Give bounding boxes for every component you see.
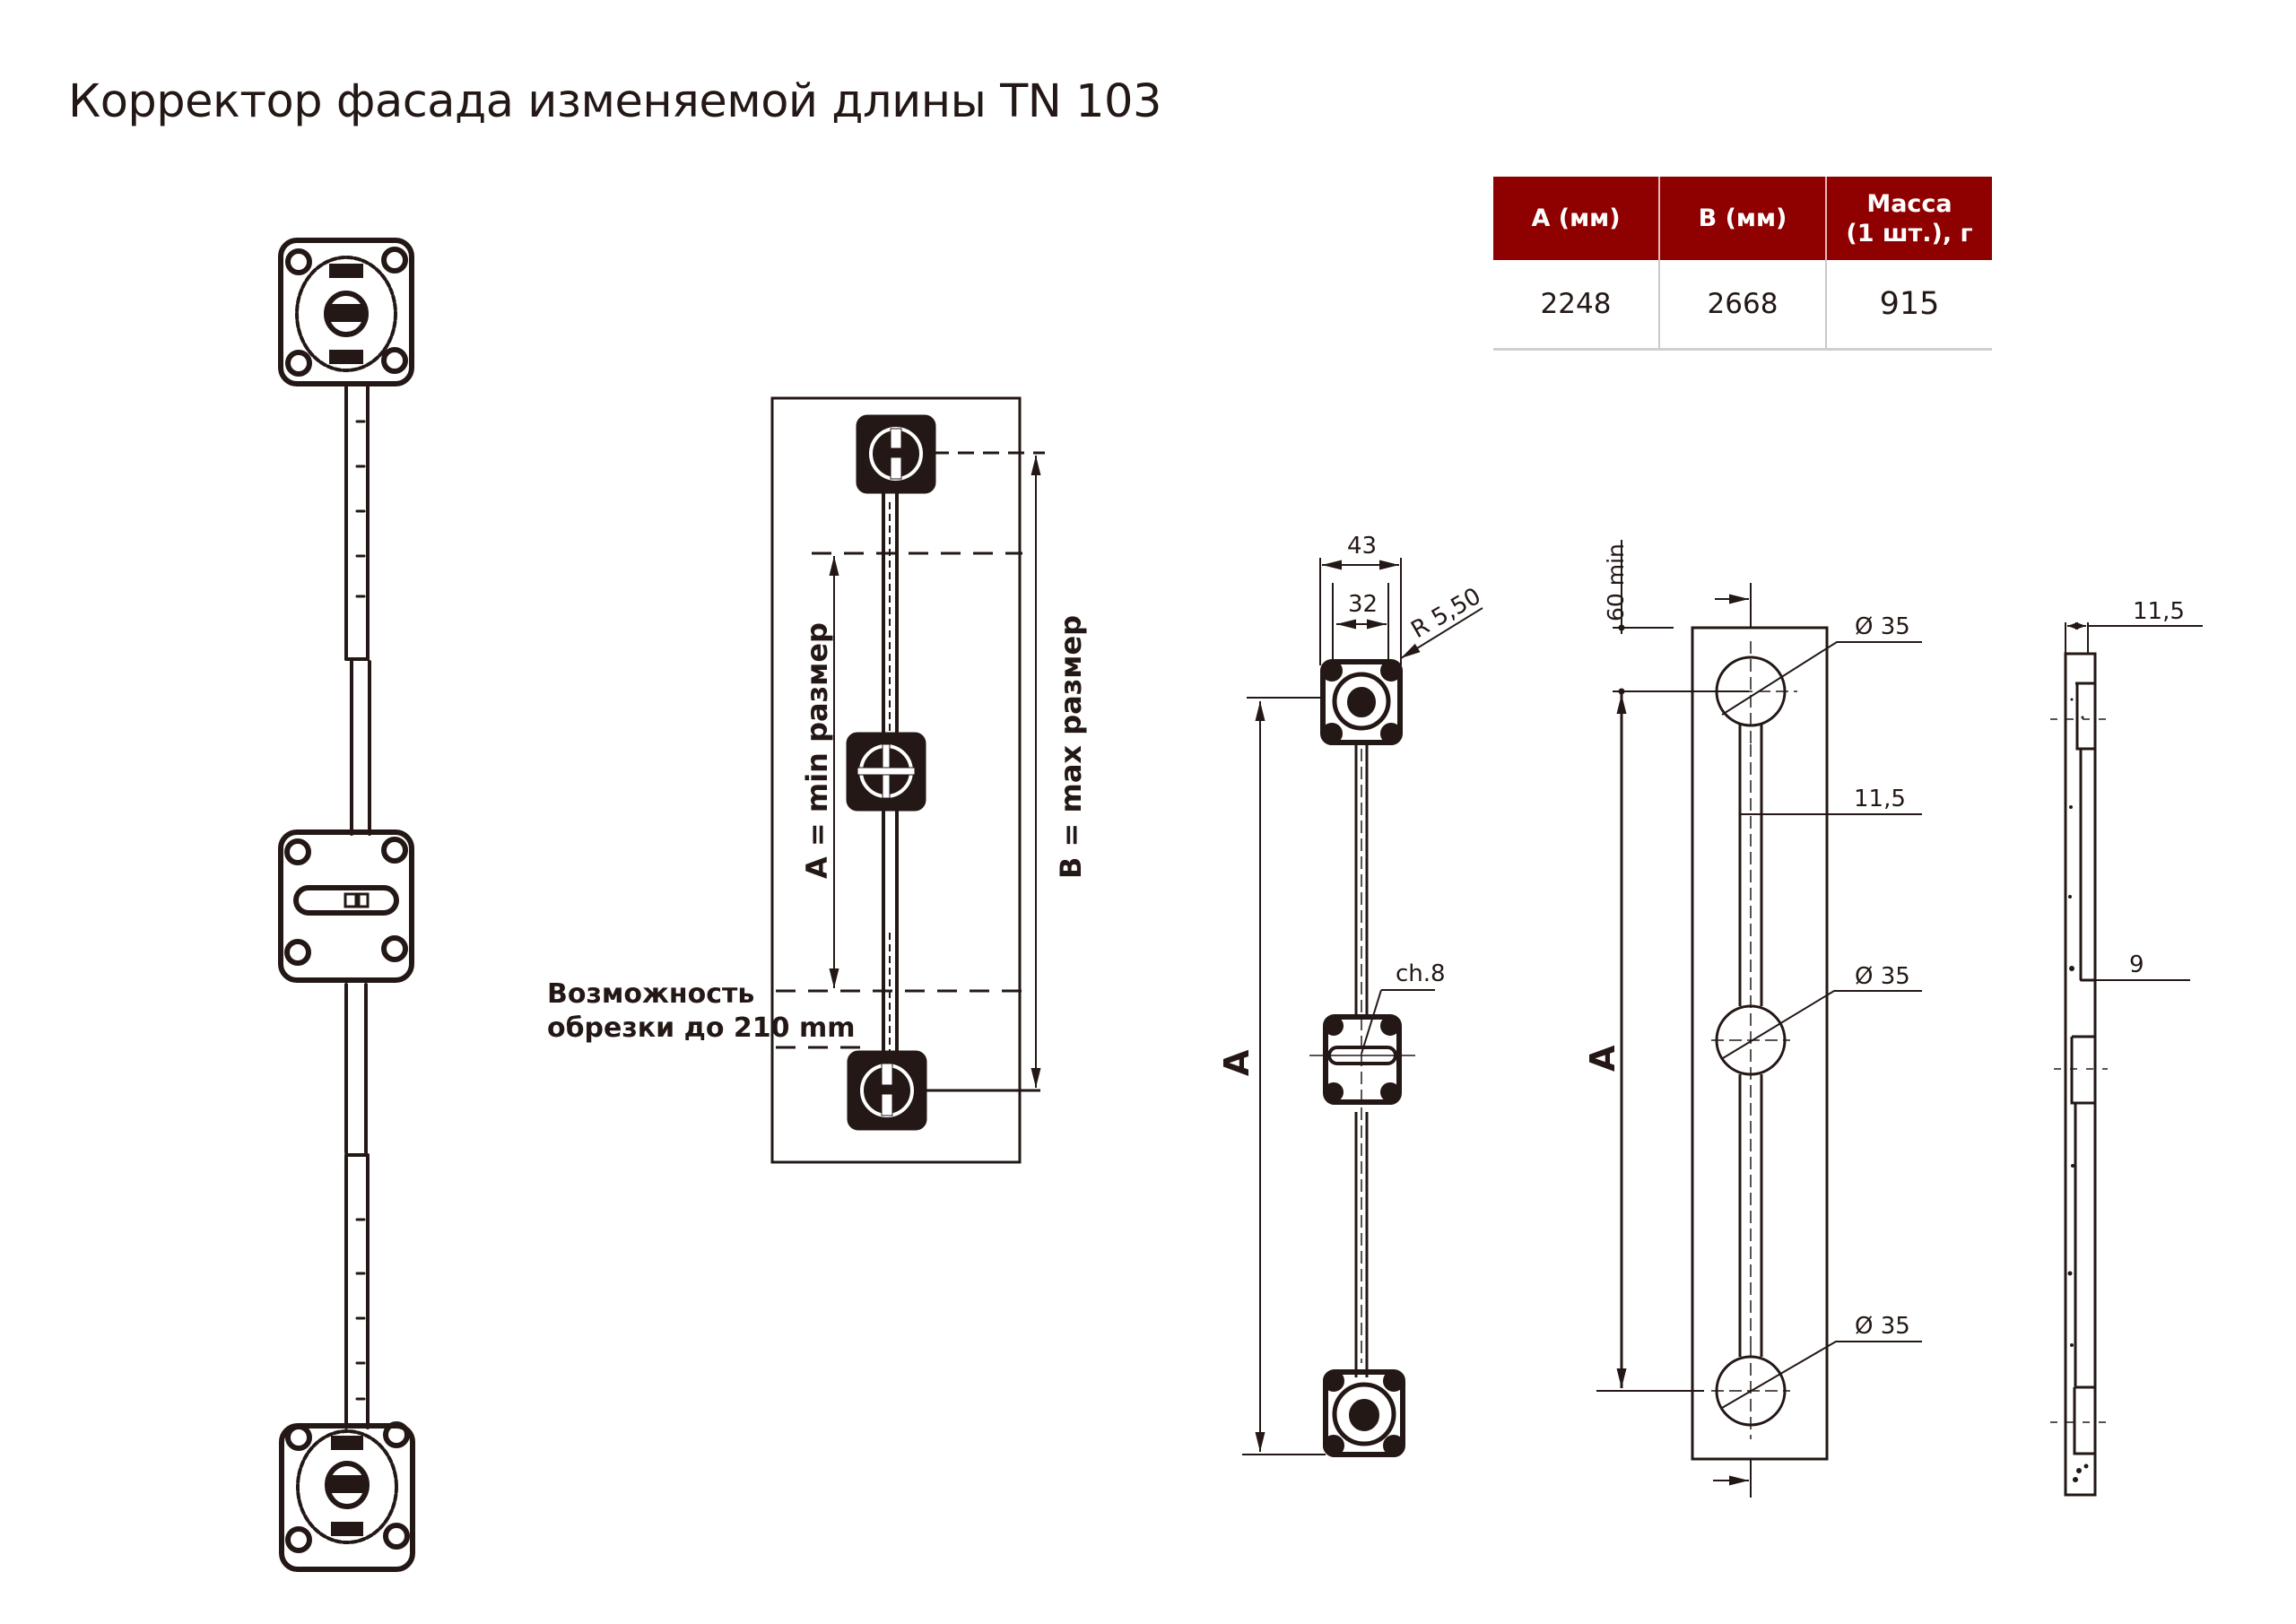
dim-thickness-top: 11,5 — [2133, 598, 2185, 625]
sketch-bracket-bottom — [279, 1421, 415, 1572]
header-mass-line2: (1 шт.), г — [1846, 219, 1973, 248]
installation-diagram — [770, 396, 1045, 1164]
cell-a: 2248 — [1493, 260, 1660, 351]
sketch-rod-upper — [344, 384, 371, 836]
table-row: 2248 2668 915 — [1493, 260, 1992, 351]
front-bracket-bottom — [1323, 1369, 1405, 1457]
header-a: A (мм) — [1493, 177, 1660, 260]
side-profile-texture — [2067, 698, 2089, 1482]
dim-hole-bottom: Ø 35 — [1855, 1313, 1910, 1340]
sketch-bracket-middle — [278, 829, 414, 983]
dim-chamfer: ch.8 — [1396, 960, 1446, 987]
hole-layout-drawing — [1596, 540, 1922, 1498]
spec-table-header-row: A (мм) B (мм) Масса (1 шт.), г — [1493, 177, 1992, 260]
front-bracket-top — [1320, 659, 1403, 745]
hole-middle — [1711, 995, 1790, 1085]
dim-60-min: 60 min — [1603, 543, 1629, 621]
cell-mass: 915 — [1826, 260, 1992, 351]
dim-thickness-middle: 9 — [2129, 951, 2144, 978]
cutout-note-line1: Возможность — [547, 978, 755, 1010]
side-profile-drawing — [2050, 621, 2203, 1497]
dim-rod-width: 11,5 — [1854, 786, 1906, 812]
dim-hole-top: Ø 35 — [1855, 613, 1910, 640]
dim-32: 32 — [1348, 591, 1378, 618]
front-bracket-middle — [1323, 1014, 1402, 1105]
spec-table: A (мм) B (мм) Масса (1 шт.), г 2248 2668… — [1493, 177, 1992, 351]
dim-hole-middle: Ø 35 — [1855, 963, 1910, 990]
label-a-holes: A — [1583, 1045, 1622, 1072]
install-bracket-top — [856, 414, 936, 494]
install-bracket-bottom — [847, 1050, 927, 1131]
cell-b: 2668 — [1659, 260, 1827, 351]
page-title: Корректор фасада изменяемой длины TN 103 — [68, 75, 1161, 128]
label-a-min: A = min размер — [800, 622, 834, 879]
hole-top — [1704, 641, 1797, 744]
install-bracket-middle — [846, 732, 926, 812]
radius-leader — [1400, 607, 1483, 659]
cutout-note: Возможность обрезки до 210 mm — [547, 977, 856, 1046]
front-dimension-drawing — [1242, 558, 1483, 1457]
door-frame-outline — [770, 396, 1022, 1164]
cutout-note-line2: обрезки до 210 mm — [547, 1012, 856, 1044]
dim-43: 43 — [1347, 533, 1377, 560]
product-sketch — [278, 238, 415, 1572]
label-a-front: A — [1217, 1049, 1257, 1076]
header-b: B (мм) — [1659, 177, 1827, 260]
label-b-max: B = max размер — [1054, 615, 1088, 879]
sketch-bracket-top — [278, 238, 414, 386]
panel-outline — [1691, 626, 1829, 1461]
header-mass-line1: Масса — [1866, 189, 1952, 218]
sketch-rod-lower — [344, 983, 370, 1429]
header-mass: Масса (1 шт.), г — [1826, 177, 1992, 260]
